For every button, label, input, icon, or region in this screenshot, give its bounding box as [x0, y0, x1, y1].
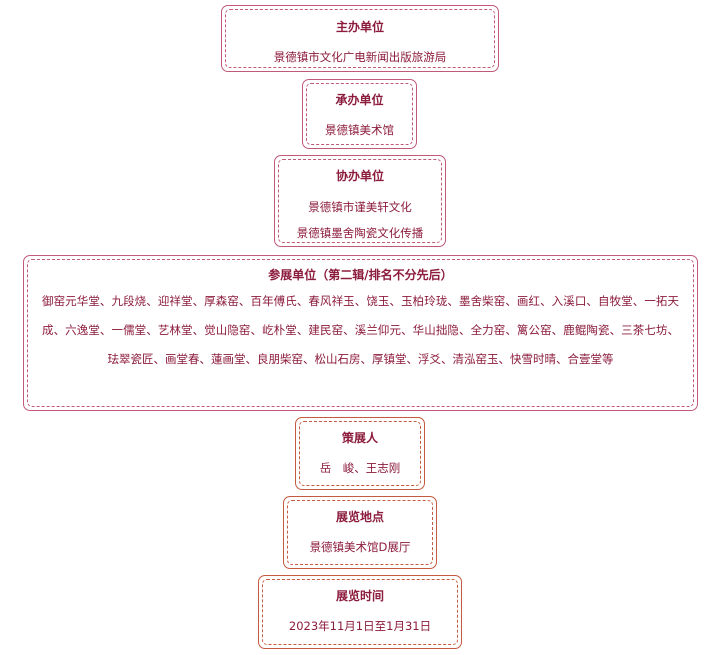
participants-list: 御窑元华堂、九段烧、迎祥堂、厚森窑、百年傅氏、春风祥玉、饶玉、玉柏玲珑、墨舍柴窑…	[42, 294, 679, 366]
time-title: 展览时间	[335, 589, 384, 603]
time-dates: 2023年11月1日至1月31日	[288, 619, 432, 633]
curator-title: 策展人	[341, 431, 378, 445]
venue-location: 景德镇美术馆D展厅	[309, 540, 411, 554]
undertaker-box: 承办单位 景德镇美术馆	[302, 79, 417, 149]
participants-title: 参展单位（第二辑/排名不分先后）	[268, 268, 453, 282]
organizer-title: 主办单位	[335, 20, 384, 34]
time-box: 展览时间 2023年11月1日至1月31日	[258, 575, 462, 649]
organizer-box: 主办单位 景德镇市文化广电新闻出版旅游局	[221, 5, 499, 72]
venue-box: 展览地点 景德镇美术馆D展厅	[283, 496, 437, 569]
curator-names: 岳 峻、王志刚	[319, 461, 401, 475]
co-organizer-title: 协办单位	[335, 169, 384, 183]
participants-box: 参展单位（第二辑/排名不分先后） 御窑元华堂、九段烧、迎祥堂、厚森窑、百年傅氏、…	[23, 255, 698, 411]
undertaker-title: 承办单位	[335, 93, 384, 107]
curator-box: 策展人 岳 峻、王志刚	[295, 417, 425, 490]
organizer-name: 景德镇市文化广电新闻出版旅游局	[273, 50, 447, 64]
undertaker-name: 景德镇美术馆	[325, 123, 394, 137]
venue-title: 展览地点	[335, 510, 384, 524]
co-organizer-box: 协办单位 景德镇市谨美轩文化 景德镇墨舍陶瓷文化传播	[274, 155, 446, 247]
co-organizer-name-1: 景德镇市谨美轩文化	[308, 200, 412, 214]
co-organizer-name-2: 景德镇墨舍陶瓷文化传播	[296, 226, 424, 240]
